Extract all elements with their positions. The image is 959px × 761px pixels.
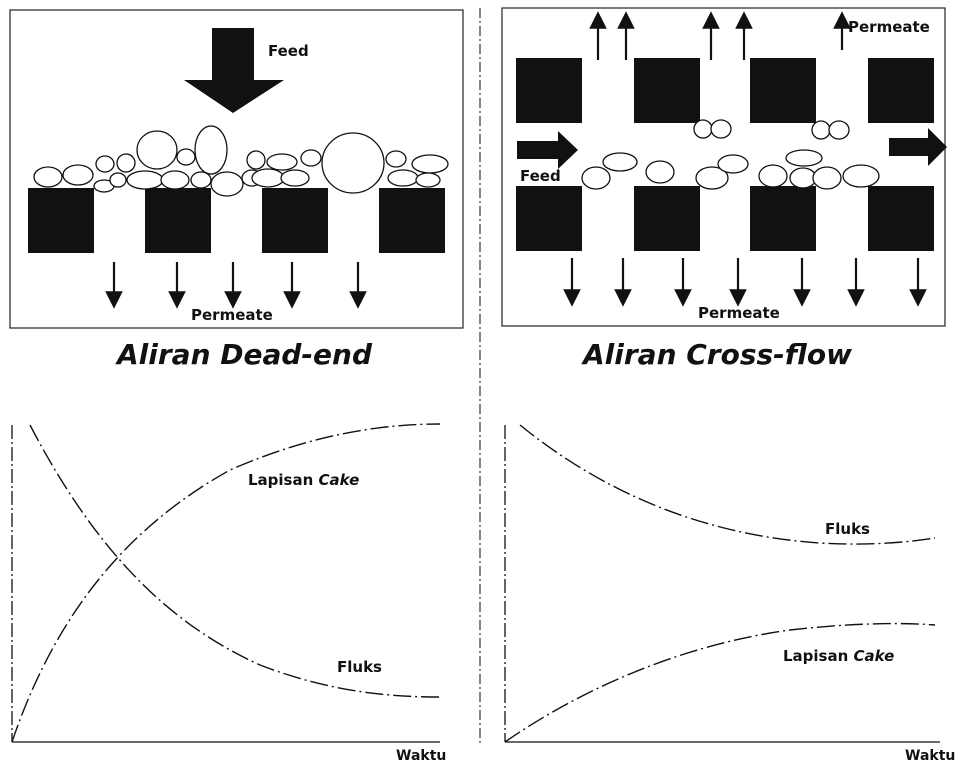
feed-arrow xyxy=(184,28,284,113)
membrane-block xyxy=(750,186,816,251)
cake-layer-label: Lapisan Cake xyxy=(783,647,894,665)
feed-label: Feed xyxy=(520,167,561,185)
membrane-block xyxy=(516,58,582,123)
feed-arrow-out xyxy=(889,128,947,166)
membrane-block xyxy=(868,186,934,251)
cake-particles xyxy=(34,126,448,196)
membrane-block xyxy=(750,58,816,123)
flux-label: Fluks xyxy=(825,520,870,538)
permeate-arrows xyxy=(114,262,358,300)
permeate-label: Permeate xyxy=(191,306,273,324)
permeate-bottom-label: Permeate xyxy=(698,304,780,322)
membrane-block xyxy=(868,58,934,123)
membrane-block xyxy=(634,186,700,251)
membrane-block xyxy=(379,188,445,253)
permeate-down-arrows xyxy=(572,258,918,298)
x-axis-label: Waktu xyxy=(905,748,955,761)
dead-end-graph: Lapisan Cake Fluks Waktu xyxy=(12,424,446,761)
flux-curve xyxy=(30,425,440,697)
cake-layer-label: Lapisan Cake xyxy=(248,471,359,489)
dead-end-panel: Feed xyxy=(10,10,463,371)
cross-flow-graph: Fluks Lapisan Cake Waktu xyxy=(505,425,955,761)
membrane-block xyxy=(145,188,211,253)
channel-particles xyxy=(582,120,879,189)
feed-arrow-in xyxy=(517,131,578,169)
cake-layer-curve xyxy=(12,424,440,742)
membrane-block xyxy=(262,188,328,253)
dead-end-title: Aliran Dead-end xyxy=(115,338,373,371)
cake-layer-curve xyxy=(505,624,935,742)
x-axis-label: Waktu xyxy=(396,748,446,761)
membrane-block xyxy=(634,58,700,123)
permeate-top-label: Permeate xyxy=(848,18,930,36)
cross-flow-panel: Permeate Feed xyxy=(502,8,947,371)
membrane-block xyxy=(516,186,582,251)
membrane-block xyxy=(28,188,94,253)
flux-curve xyxy=(520,425,935,544)
flux-label: Fluks xyxy=(337,658,382,676)
permeate-up-arrows xyxy=(598,20,842,60)
feed-label: Feed xyxy=(268,42,309,60)
cross-flow-title: Aliran Cross-flow xyxy=(581,338,852,371)
